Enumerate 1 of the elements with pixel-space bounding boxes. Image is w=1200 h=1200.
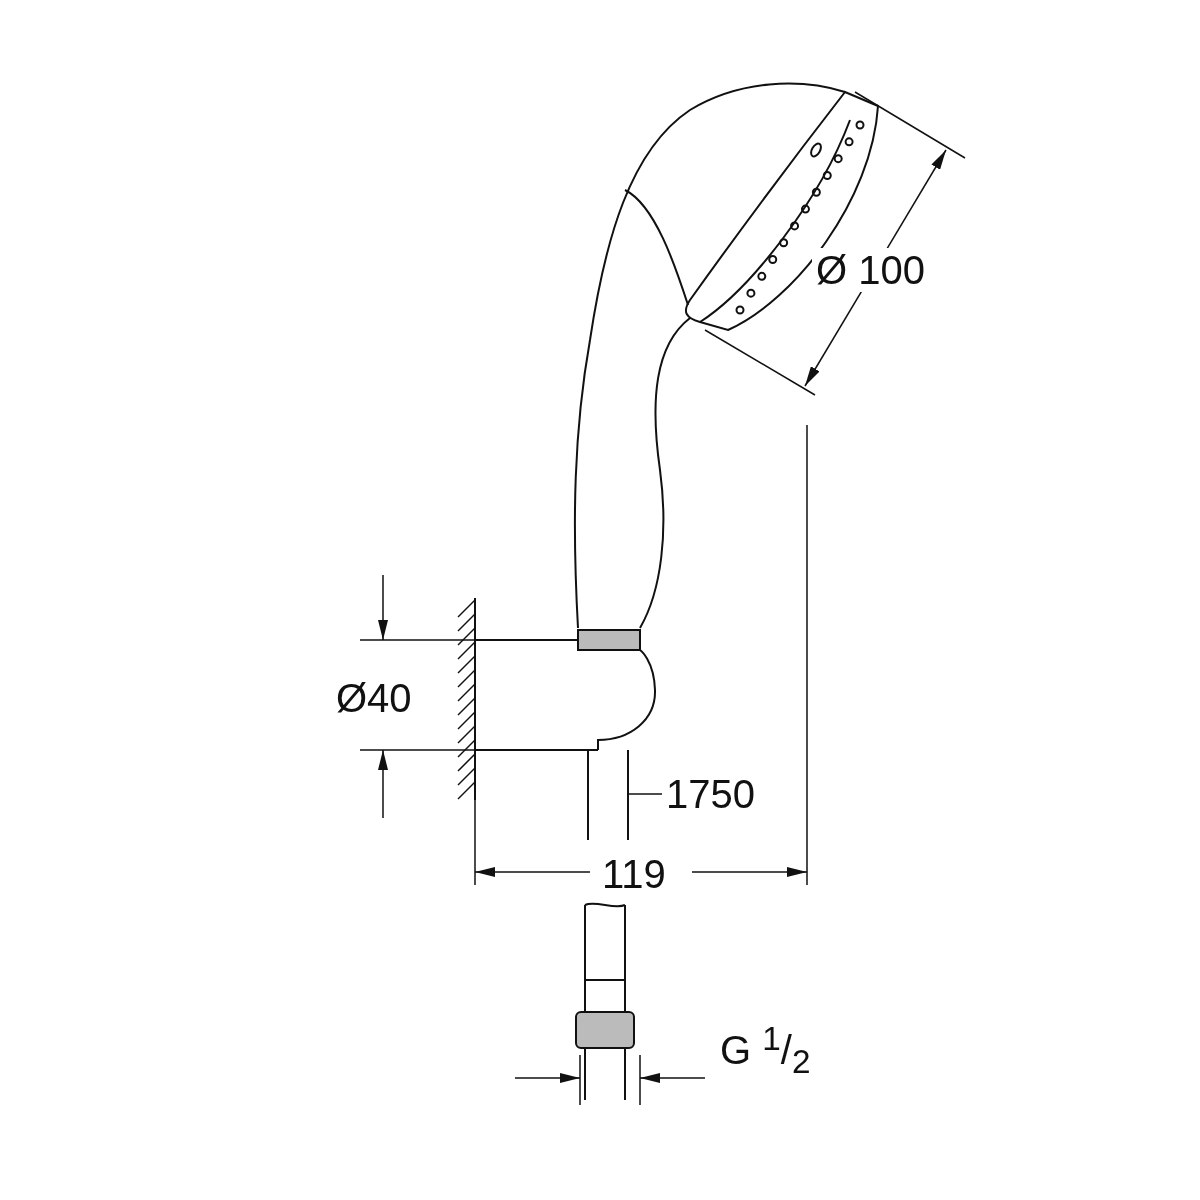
hose bbox=[587, 749, 629, 841]
